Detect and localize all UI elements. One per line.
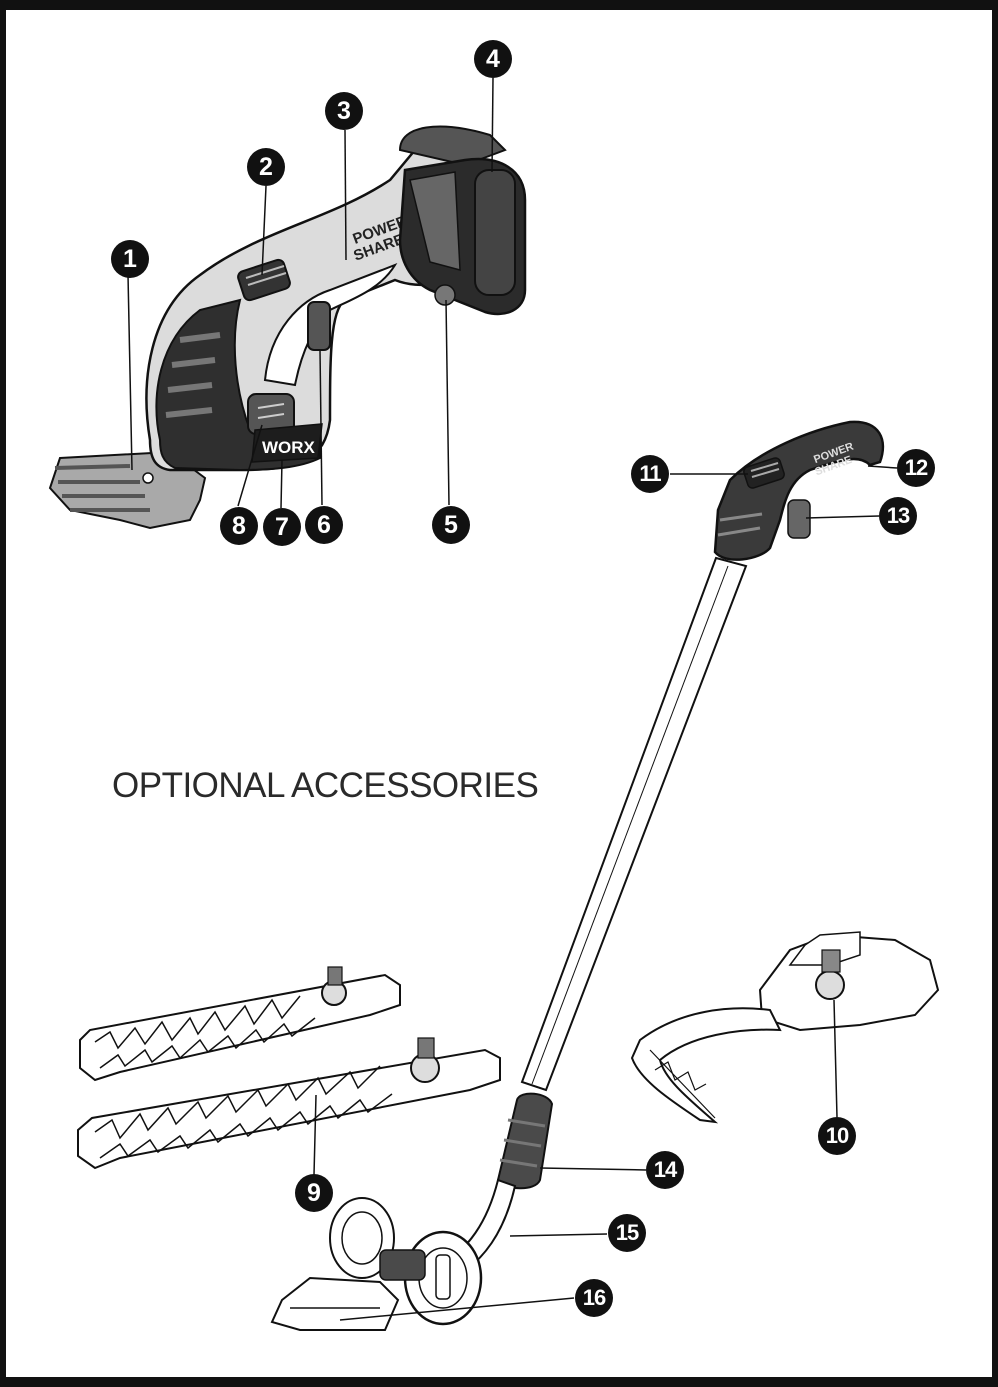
telescopic-handle: POWER SHARE <box>270 420 885 1331</box>
callout-13: 13 <box>879 497 917 535</box>
callout-14: 14 <box>646 1151 684 1189</box>
callout-12: 12 <box>897 449 935 487</box>
shear-handle-opening <box>263 263 398 387</box>
pole-grip <box>713 420 885 561</box>
callout-4: 4 <box>474 40 512 78</box>
left-border <box>0 0 6 1387</box>
shear-housing <box>155 298 321 472</box>
callout-11: 11 <box>631 455 669 493</box>
hedge-leader-line <box>313 1094 317 1176</box>
worx-badge: WORX <box>251 423 323 463</box>
shear-leader-lines <box>127 77 494 509</box>
battery-pack <box>398 125 527 316</box>
callout-8: 8 <box>220 507 258 545</box>
bottom-border <box>0 1377 998 1387</box>
guard-leader-line <box>833 999 838 1118</box>
right-border <box>992 0 998 1387</box>
callout-1: 1 <box>111 240 149 278</box>
top-border <box>0 0 998 10</box>
pole-wheels <box>329 1197 483 1326</box>
callout-7: 7 <box>263 508 301 546</box>
callout-10: 10 <box>818 1117 856 1155</box>
hedge-blade-upper <box>79 973 401 1082</box>
blade-guard <box>630 931 940 1124</box>
shear-blade <box>48 450 207 530</box>
pole-guide-shoe <box>270 1276 400 1331</box>
pole-trigger <box>787 499 811 539</box>
callout-9: 9 <box>295 1174 333 1212</box>
callout-2: 2 <box>247 148 285 186</box>
hedge-blades <box>77 966 501 1170</box>
callout-16: 16 <box>575 1279 613 1317</box>
shear-tool: WORX POWER SHARE <box>48 125 527 530</box>
callout-5: 5 <box>432 506 470 544</box>
trigger-switch <box>307 301 331 351</box>
optional-accessories-heading: OPTIONAL ACCESSORIES <box>112 766 539 805</box>
callout-15: 15 <box>608 1214 646 1252</box>
callout-6: 6 <box>305 506 343 544</box>
callout-3: 3 <box>325 92 363 130</box>
pole-shaft <box>520 556 748 1092</box>
worx-logo-text: WORX <box>262 438 316 457</box>
pole-leader-lines <box>339 465 898 1321</box>
